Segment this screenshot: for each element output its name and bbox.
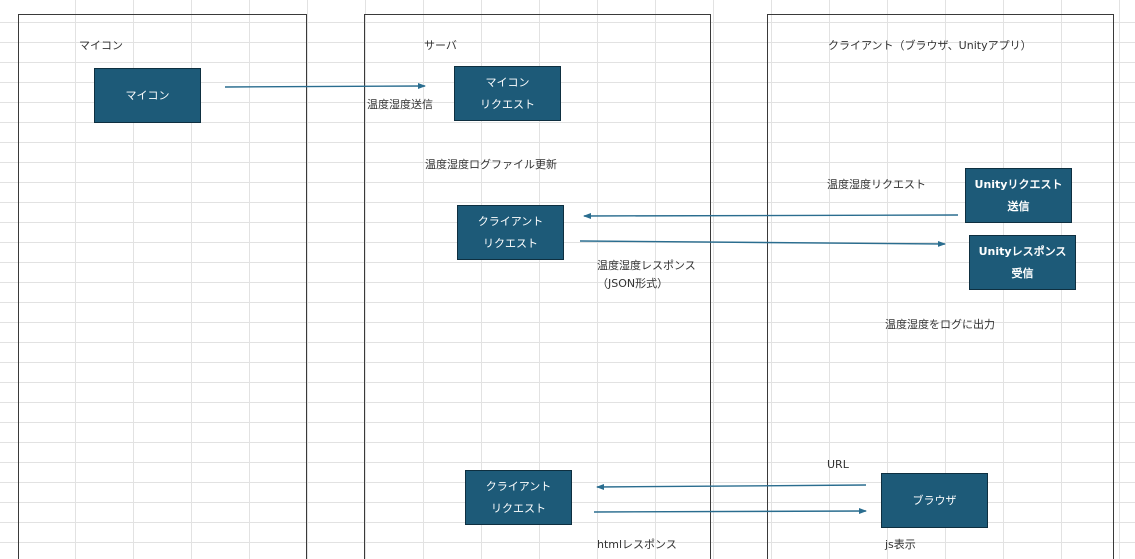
note-temp-humidity-response-line-1: 温度湿度レスポンス <box>597 259 696 272</box>
server-client-request-1-line-1: クライアント <box>477 214 544 228</box>
lane-server <box>364 14 711 559</box>
note-log-file-update: 温度湿度ログファイル更新 <box>425 158 557 171</box>
microcontroller-node-label: マイコン <box>125 88 170 102</box>
unity-response-receive-line-2: 受信 <box>1011 266 1034 280</box>
note-temp-humidity-send: 温度湿度送信 <box>367 98 433 111</box>
unity-response-receive-node[interactable]: Unityレスポンス 受信 <box>969 235 1076 290</box>
note-url: URL <box>827 458 849 471</box>
server-micon-request-line-2: リクエスト <box>480 97 535 111</box>
browser-node[interactable]: ブラウザ <box>881 473 988 528</box>
server-client-request-1-line-2: リクエスト <box>483 236 538 250</box>
browser-node-label: ブラウザ <box>912 493 957 507</box>
note-temp-humidity-response: 温度湿度レスポンス （JSON形式） <box>597 258 696 291</box>
server-client-request-node-unity[interactable]: クライアント リクエスト <box>457 205 564 260</box>
server-micon-request-node[interactable]: マイコン リクエスト <box>454 66 561 121</box>
note-temp-humidity-response-line-2: （JSON形式） <box>597 277 669 290</box>
lane-label-microcontroller: マイコン <box>79 39 123 52</box>
lane-label-server: サーバ <box>424 39 457 52</box>
unity-request-send-node[interactable]: Unityリクエスト 送信 <box>965 168 1072 223</box>
server-client-request-node-browser[interactable]: クライアント リクエスト <box>465 470 572 525</box>
unity-request-send-line-1: Unityリクエスト <box>974 177 1063 191</box>
note-js-display: js表示 <box>885 538 916 551</box>
server-client-request-2-line-2: リクエスト <box>491 501 546 515</box>
server-client-request-2-line-1: クライアント <box>485 479 552 493</box>
note-temp-humidity-request: 温度湿度リクエスト <box>827 178 926 191</box>
lane-client <box>767 14 1114 559</box>
microcontroller-node[interactable]: マイコン <box>94 68 201 123</box>
note-html-response: htmlレスポンス <box>597 538 677 551</box>
note-log-output: 温度湿度をログに出力 <box>885 318 995 331</box>
lane-label-client: クライアント（ブラウザ、Unityアプリ） <box>828 39 1032 52</box>
unity-response-receive-line-1: Unityレスポンス <box>978 244 1067 258</box>
lane-microcontroller <box>18 14 307 559</box>
unity-request-send-line-2: 送信 <box>1007 199 1030 213</box>
server-micon-request-line-1: マイコン <box>485 75 530 89</box>
